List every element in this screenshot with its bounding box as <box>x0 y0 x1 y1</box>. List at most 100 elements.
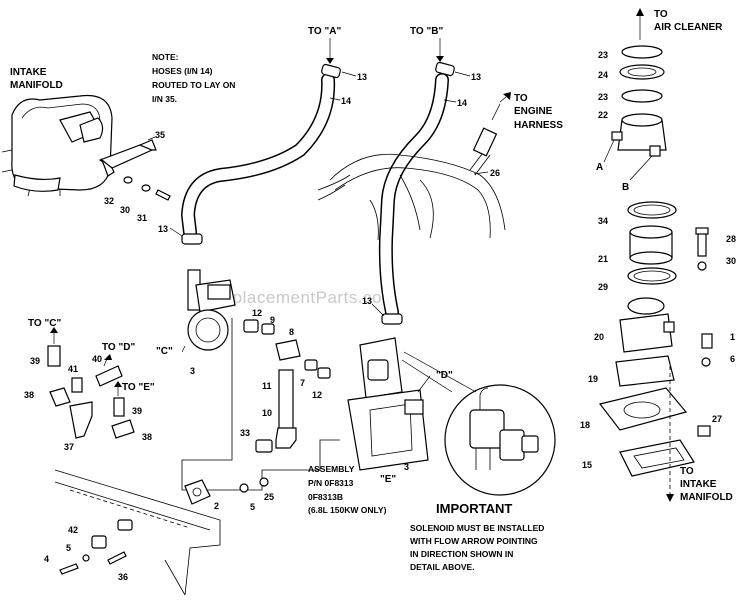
fitting-39-bottom <box>113 397 125 417</box>
part-number-18: 18 <box>580 420 590 430</box>
part-number-15: 15 <box>582 460 592 470</box>
note-line-3: I/N 35. <box>152 94 177 104</box>
pipe-nipple-11 <box>278 369 294 431</box>
washer-30 <box>697 261 707 271</box>
part-number-11: 11 <box>262 381 272 391</box>
intake-manifold-drawing <box>1 94 113 197</box>
note-line-2: ROUTED TO LAY ON <box>152 80 235 90</box>
to-air-cleaner-line2: AIR CLEANER <box>654 22 723 33</box>
important-line-2: WITH FLOW ARROW POINTING <box>410 536 538 546</box>
fastener-group-32-30-31 <box>123 176 171 201</box>
to-engine-harness-line2: ENGINE <box>514 106 553 117</box>
to-intake-manifold-line1: TO <box>680 466 694 477</box>
bolt-1 <box>701 333 713 349</box>
part-number-24: 24 <box>598 70 608 80</box>
part-number-14-a: 14 <box>341 96 351 106</box>
part-number-12-a: 12 <box>252 308 262 318</box>
wiring-harness-26 <box>317 103 506 241</box>
intake-manifold-label-line1: INTAKE <box>10 67 47 78</box>
screw-4 <box>59 563 79 575</box>
regulator-left-c <box>187 269 236 351</box>
part-number-38-b: 38 <box>142 432 152 442</box>
part-number-9: 9 <box>270 315 275 325</box>
part-number-13-c: 13 <box>158 224 168 234</box>
part-number-5-a: 5 <box>250 502 255 512</box>
part-number-29: 29 <box>598 282 608 292</box>
part-number-41: 41 <box>68 364 78 374</box>
part-number-3-a: 3 <box>190 366 195 376</box>
part-number-12-b: 12 <box>312 390 322 400</box>
part-number-10: 10 <box>262 408 272 418</box>
part-number-23-a: 23 <box>598 50 608 60</box>
part-number-20: 20 <box>594 332 604 342</box>
part-number-13-a: 13 <box>357 72 367 82</box>
watermark-text: eReplacementParts.com <box>200 288 397 307</box>
fittings-12-9-8 <box>243 319 301 361</box>
hose-clamp-34 <box>627 201 677 219</box>
part-number-39-a: 39 <box>30 356 40 366</box>
part-number-13-b: 13 <box>471 72 481 82</box>
to-air-cleaner-line1: TO <box>654 9 668 20</box>
to-e-label: TO "E" <box>122 382 155 393</box>
part-number-34: 34 <box>598 216 608 226</box>
hose-14-right <box>378 73 449 319</box>
hose-clamp-13-top-right <box>435 61 455 77</box>
engine-block-outline <box>54 469 221 596</box>
assembly-outline <box>181 318 340 491</box>
o-ring-23-top <box>621 45 663 59</box>
part-number-31: 31 <box>137 213 147 223</box>
important-line-4: DETAIL ABOVE. <box>410 562 475 572</box>
gasket-15 <box>619 439 695 477</box>
to-c-label: TO "C" <box>28 318 61 329</box>
clip-42 <box>91 535 107 549</box>
mixer-fitting-2 <box>184 479 211 505</box>
elbow-38-top <box>49 387 71 407</box>
part-number-26: 26 <box>490 168 500 178</box>
part-number-3-b: 3 <box>404 462 409 472</box>
throttle-body-20 <box>619 297 675 353</box>
nut-25 <box>259 477 269 487</box>
bracket-37 <box>69 401 93 439</box>
bolt-28 <box>695 227 709 257</box>
part-number-32: 32 <box>104 196 114 206</box>
important-title: IMPORTANT <box>436 501 512 516</box>
adapter-plate-18 <box>598 387 688 431</box>
adapter-22 <box>611 113 667 157</box>
callout-d: "D" <box>436 370 453 381</box>
part-number-7: 7 <box>300 378 305 388</box>
part-number-42: 42 <box>68 525 78 535</box>
fitting-39-top <box>47 345 61 367</box>
part-number-2: 2 <box>214 501 219 511</box>
to-intake-manifold-line3: MANIFOLD <box>680 492 733 503</box>
intake-manifold-label-line2: MANIFOLD <box>10 80 63 91</box>
part-number-38-a: 38 <box>24 390 34 400</box>
assembly-line-2: 0F8313B <box>308 492 343 502</box>
washer-5-bottom <box>82 554 90 562</box>
part-number-36: 36 <box>118 572 128 582</box>
hose-barb-40 <box>95 365 123 387</box>
part-number-22: 22 <box>598 110 608 120</box>
to-engine-harness-line1: TO <box>514 93 528 104</box>
part-number-19: 19 <box>588 374 598 384</box>
washer-5-top <box>239 483 249 493</box>
regulator-right-d-e <box>347 337 429 471</box>
clamp-ring-24 <box>619 64 665 80</box>
note-line-1: HOSES (I/N 14) <box>152 66 213 76</box>
callout-c: "C" <box>156 346 173 357</box>
fitting-33 <box>255 439 273 453</box>
solenoid-detail-view <box>444 384 556 496</box>
hose-clamp-29 <box>627 267 677 285</box>
part-number-25: 25 <box>264 492 274 502</box>
part-number-14-b: 14 <box>457 98 467 108</box>
to-engine-harness-line3: HARNESS <box>514 120 563 131</box>
part-number-4: 4 <box>44 554 49 564</box>
part-number-23-b: 23 <box>598 92 608 102</box>
hose-coupler-21 <box>629 225 673 265</box>
part-number-27: 27 <box>712 414 722 424</box>
part-number-21: 21 <box>598 254 608 264</box>
part-number-1: 1 <box>730 332 735 342</box>
part-number-33: 33 <box>240 428 250 438</box>
hose-clamp-13-mid-right <box>381 313 403 325</box>
part-number-8: 8 <box>289 327 294 337</box>
